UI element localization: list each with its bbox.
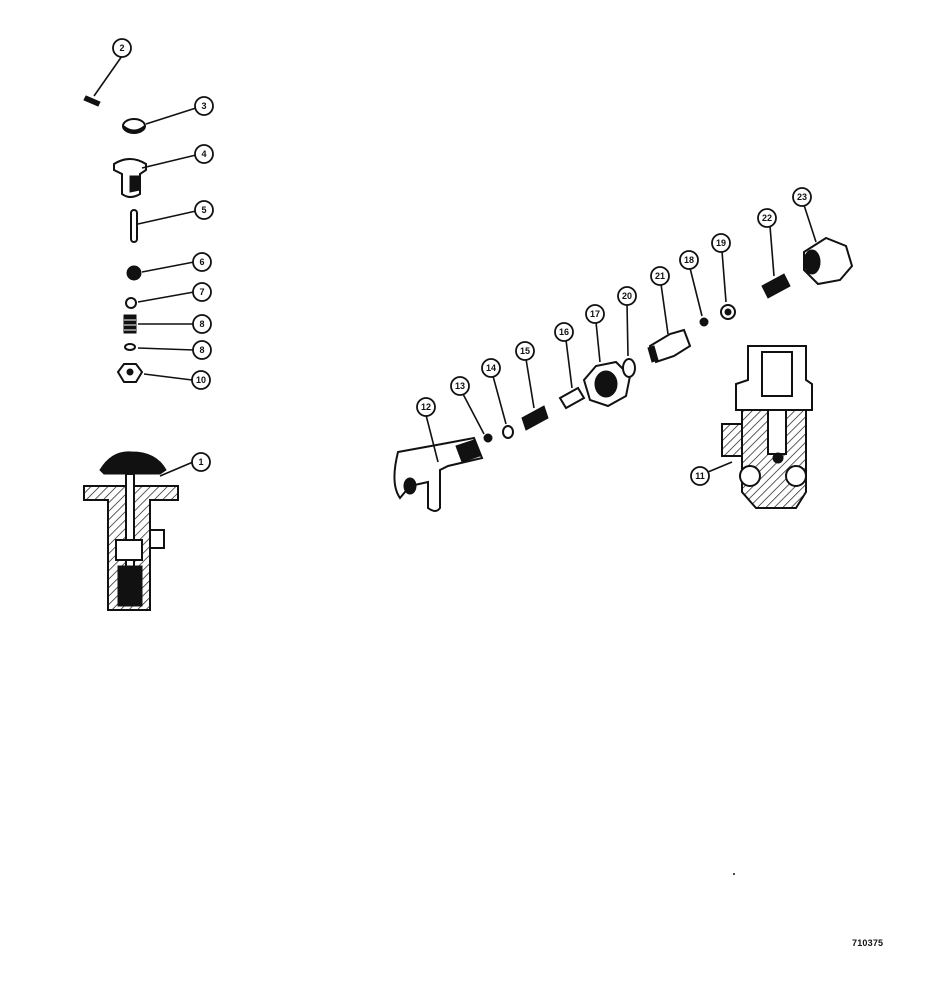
svg-text:11: 11 <box>695 471 705 481</box>
callout-5: 5 <box>194 200 214 220</box>
svg-text:19: 19 <box>716 238 726 248</box>
part-12-fitting <box>393 436 484 512</box>
leader-3 <box>145 107 197 125</box>
leader-16 <box>565 339 573 389</box>
part-8-spring <box>123 314 137 334</box>
callout-7: 7 <box>192 282 212 302</box>
part-7-seat <box>125 297 137 309</box>
leader-21 <box>660 283 669 335</box>
svg-text:14: 14 <box>486 363 496 373</box>
leader-20 <box>626 303 629 357</box>
callout-16: 16 <box>554 322 574 342</box>
callout-19: 19 <box>711 233 731 253</box>
part-13-ball <box>483 433 493 443</box>
svg-text:12: 12 <box>421 402 431 412</box>
leader-8b <box>137 347 195 351</box>
svg-text:5: 5 <box>201 205 206 215</box>
callout-11: 11 <box>690 466 710 486</box>
svg-text:4: 4 <box>201 149 206 159</box>
callout-8b: 8 <box>192 340 212 360</box>
svg-text:22: 22 <box>762 213 772 223</box>
leader-14 <box>492 375 507 425</box>
part-8-ring <box>124 343 136 351</box>
callout-2: 2 <box>112 38 132 58</box>
drawing-number: 710375 <box>852 938 884 948</box>
part-22-spring <box>761 273 791 299</box>
stray-dot <box>733 873 735 875</box>
callout-6: 6 <box>192 252 212 272</box>
leader-18 <box>689 267 703 317</box>
svg-text:3: 3 <box>201 101 206 111</box>
part-20-oring <box>622 358 636 378</box>
leader-lines <box>93 55 817 477</box>
svg-text:23: 23 <box>797 192 807 202</box>
part-10-nut <box>116 363 144 383</box>
leader-17 <box>595 321 601 363</box>
svg-text:1: 1 <box>198 457 203 467</box>
svg-text:6: 6 <box>199 257 204 267</box>
callout-12: 12 <box>416 397 436 417</box>
callouts: 2 3 4 5 6 7 8 8 10 1 12 13 14 15 16 17 2… <box>112 38 812 486</box>
leader-6 <box>141 261 195 273</box>
svg-text:17: 17 <box>590 309 600 319</box>
callout-3: 3 <box>194 96 214 116</box>
part-2-pin <box>83 95 101 107</box>
part-23-cap <box>803 236 854 286</box>
leader-15 <box>525 358 535 409</box>
leader-12 <box>425 414 439 463</box>
svg-text:15: 15 <box>520 346 530 356</box>
part-1-valve-assembly <box>83 451 179 611</box>
svg-text:18: 18 <box>684 255 694 265</box>
callout-8a: 8 <box>192 314 212 334</box>
callout-23: 23 <box>792 187 812 207</box>
callout-20: 20 <box>617 286 637 306</box>
svg-text:13: 13 <box>455 381 465 391</box>
leader-2 <box>93 55 123 97</box>
leader-23 <box>803 204 817 243</box>
callout-1: 1 <box>191 452 211 472</box>
svg-text:20: 20 <box>622 291 632 301</box>
svg-text:10: 10 <box>196 375 206 385</box>
leader-4 <box>141 154 197 169</box>
part-11-valve-body <box>721 345 813 509</box>
callout-15: 15 <box>515 341 535 361</box>
leader-19 <box>721 250 727 303</box>
leader-13 <box>462 393 485 435</box>
part-18-ball <box>699 317 709 327</box>
part-21-piston <box>647 328 692 364</box>
part-14-washer <box>502 425 514 439</box>
callout-22: 22 <box>757 208 777 228</box>
leader-7 <box>137 291 195 303</box>
callout-18: 18 <box>679 250 699 270</box>
callout-14: 14 <box>481 358 501 378</box>
part-5-stem <box>130 209 138 243</box>
part-3-cap <box>122 118 146 134</box>
svg-text:2: 2 <box>119 43 124 53</box>
leader-5 <box>137 210 197 225</box>
svg-text:7: 7 <box>199 287 204 297</box>
part-19-seat <box>720 304 736 320</box>
callout-17: 17 <box>585 304 605 324</box>
svg-text:8: 8 <box>199 345 204 355</box>
leader-10 <box>143 373 193 381</box>
leader-22 <box>769 225 775 277</box>
svg-text:21: 21 <box>655 271 665 281</box>
callout-21: 21 <box>650 266 670 286</box>
callout-10: 10 <box>191 370 211 390</box>
leader-1 <box>159 461 194 477</box>
part-6-ball <box>126 265 142 281</box>
part-17-nut <box>582 360 632 408</box>
part-4-housing <box>113 158 147 198</box>
svg-text:16: 16 <box>559 327 569 337</box>
leader-11 <box>707 461 733 473</box>
callout-13: 13 <box>450 376 470 396</box>
part-15-spring <box>521 405 549 431</box>
svg-text:8: 8 <box>199 319 204 329</box>
part-16-plunger <box>558 386 586 410</box>
callout-4: 4 <box>194 144 214 164</box>
